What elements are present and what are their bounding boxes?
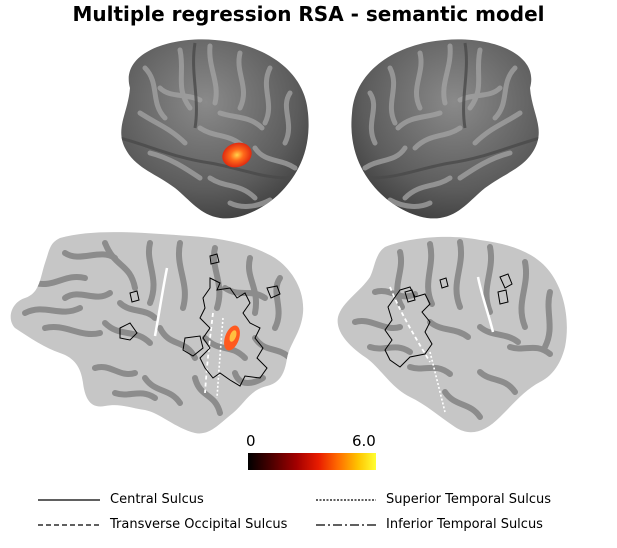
dash-dot-line-icon [316, 523, 376, 526]
left-hemisphere-flatmap [10, 232, 304, 434]
solid-line-icon [38, 498, 100, 501]
right-hemisphere-flatmap [337, 236, 567, 433]
legend-label-central: Central Sulcus [110, 492, 204, 507]
legend-transverse-occipital-sulcus: Transverse Occipital Sulcus [38, 517, 287, 532]
legend-superior-temporal-sulcus: Superior Temporal Sulcus [316, 492, 551, 507]
legend-inferior-temporal-sulcus: Inferior Temporal Sulcus [316, 517, 543, 532]
legend-label-inferior: Inferior Temporal Sulcus [386, 517, 543, 532]
activation-cluster [222, 142, 252, 168]
colorbar-min-label: 0 [246, 432, 256, 450]
legend-label-transverse: Transverse Occipital Sulcus [110, 517, 288, 532]
left-hemisphere-lateral-view [121, 39, 309, 219]
legend-central-sulcus: Central Sulcus [38, 492, 204, 507]
dotted-line-icon [316, 498, 376, 501]
figure-title: Multiple regression RSA - semantic model [72, 2, 545, 26]
colorbar-max-label: 6.0 [352, 432, 376, 450]
colorbar [248, 453, 376, 470]
legend-label-superior: Superior Temporal Sulcus [386, 492, 552, 507]
right-hemisphere-lateral-view [351, 39, 539, 219]
dashed-line-icon [38, 523, 100, 526]
